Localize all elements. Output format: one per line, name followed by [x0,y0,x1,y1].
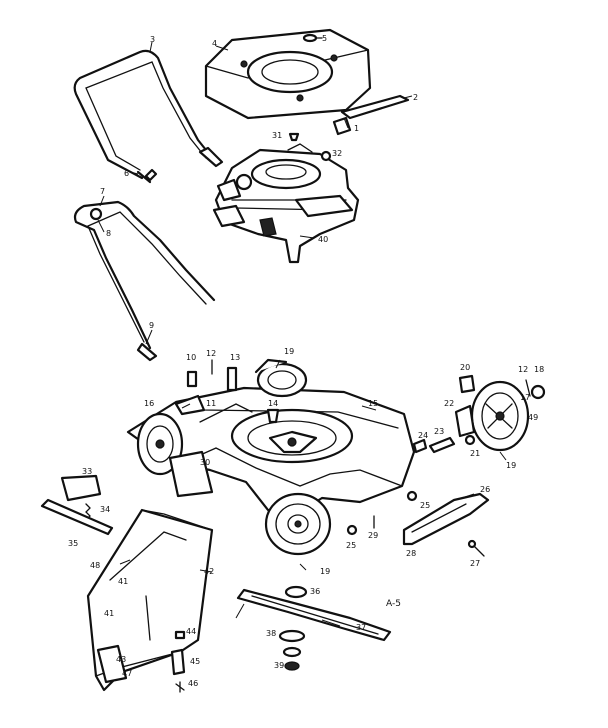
wheel-19-right [470,380,530,452]
callout-46: 46 [188,679,198,688]
callout-33: 33 [82,467,92,476]
lever-13 [226,366,238,392]
rear-bracket-28 [402,492,490,546]
callout-47: 47 [122,669,132,678]
height-adjuster-11 [174,394,206,416]
cover-screw [302,33,323,43]
callout-45: 45 [190,657,200,666]
callout-6: 6 [124,169,129,178]
callout-36: 36 [310,587,320,596]
deflector-33 [60,474,102,502]
callout-23: 23 [434,427,444,436]
callout-2: 2 [413,93,418,102]
rod-35 [40,498,114,536]
callout-49: 49 [528,413,538,422]
engine-bolt-31 [288,132,300,142]
callout-8: 8 [106,229,111,238]
handle-bolt [136,168,158,184]
callout-12b: 12 [518,365,528,374]
upper-handle [73,49,224,180]
callout-43: 43 [116,655,126,664]
callout-32: 32 [332,149,342,158]
plug-14 [266,408,280,424]
wheel-19-front [264,492,332,556]
callout-25a: 25 [420,501,430,510]
callout-18: 18 [534,365,544,374]
blade [236,588,392,642]
pin-17 [525,379,531,397]
lockwasher-38b [282,646,302,658]
callout-13: 13 [230,353,240,362]
callout-26: 26 [480,485,490,494]
clip-46 [175,681,185,693]
mower-deck [126,386,416,514]
hubcap-18 [530,384,546,400]
callout-4: 4 [212,39,217,48]
cap-20 [458,374,476,394]
callout-21: 21 [470,449,480,458]
callout-20: 20 [460,363,470,372]
wheel-19-top [254,358,308,398]
engine-fitting-32 [320,150,332,162]
callout-10: 10 [186,353,196,362]
callout-34: 34 [100,505,110,514]
callout-16: 16 [144,399,154,408]
callout-25b: 25 [346,541,356,550]
callout-24: 24 [418,431,428,440]
callout-14: 14 [268,399,278,408]
bracket-10 [186,370,198,388]
callout-1: 1 [354,124,359,133]
bag-frame-43 [96,644,128,684]
callout-37: 37 [356,623,366,632]
engine [212,143,360,264]
callout-40: 40 [318,235,328,244]
bolt-27 [467,539,485,557]
callout-41b: 41 [104,609,114,618]
adapter-36 [284,585,308,599]
callout-48: 48 [90,561,100,570]
washer-38 [278,629,306,643]
callout-39: 39 [274,661,284,670]
callout-11: 11 [206,399,216,408]
callout-19c: 19 [320,567,330,576]
throttle-control [332,94,410,136]
callout-38: 38 [266,629,276,638]
spring-23 [428,436,456,454]
callout-15: 15 [368,399,378,408]
callout-30: 30 [200,458,210,467]
callout-42: 42 [204,567,214,576]
callout-22: 22 [444,399,454,408]
callout-12: 12 [206,349,216,358]
callout-41a: 41 [118,577,128,586]
clip-44 [174,630,186,640]
callout-27: 27 [470,559,480,568]
callout-29: 29 [368,531,378,540]
clip-45 [170,648,186,676]
diagram-code: A-5 [386,599,401,609]
callout-labels: 1 2 3 4 5 6 7 8 9 10 11 12 13 14 15 16 1… [68,34,544,688]
washer-21 [464,434,476,446]
callout-19b: 19 [506,461,516,470]
engine-cover [204,28,372,120]
leader-lines [97,41,507,627]
callout-5: 5 [322,34,327,43]
callout-9: 9 [149,321,154,330]
lower-handle [73,200,216,362]
callout-35: 35 [68,539,78,548]
axle-bracket-22 [454,404,476,438]
bolt-24 [412,438,428,454]
chute-door-30 [168,450,214,498]
callout-19a: 19 [284,347,294,356]
callout-7: 7 [100,187,105,196]
callout-17: 17 [520,393,530,402]
bolt-39 [284,661,300,671]
callout-44: 44 [186,627,196,636]
callout-3: 3 [150,35,155,44]
nut-25 [346,490,418,536]
callout-28: 28 [406,549,416,558]
callout-31: 31 [272,131,282,140]
